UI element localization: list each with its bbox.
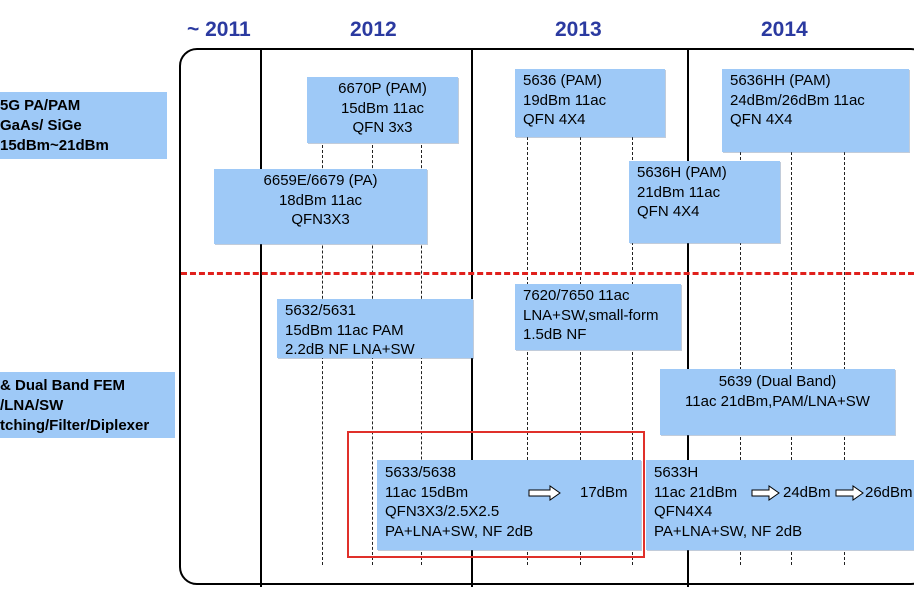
product-line: PA+LNA+SW, NF 2dB [385, 522, 534, 540]
product-box-5636h: 5636H (PAM) 21dBm 11ac QFN 4X4 [629, 161, 780, 243]
product-spec: 26dBm [865, 483, 913, 501]
product-line: 7620/7650 11ac [523, 287, 630, 304]
year-divider-2012 [260, 49, 262, 587]
product-spec: 17dBm [580, 483, 628, 501]
product-line: QFN3X3/2.5X2.5 [385, 503, 500, 520]
product-box-7620: 7620/7650 11ac LNA+SW,small-form 1.5dB N… [515, 284, 681, 350]
upgrade-arrow-icon [751, 484, 780, 501]
product-box-5632: 5632/5631 15dBm 11ac PAM 2.2dB NF LNA+SW [277, 299, 473, 358]
product-line: 15dBm 11ac PAM [285, 321, 404, 339]
product-spec: 11ac 21dBm [654, 483, 738, 501]
product-line: 6670P (PAM) [338, 80, 427, 97]
product-spec: 24dBm [783, 483, 831, 501]
guide-line [740, 152, 741, 565]
category-label-pa: 5G PA/PAM GaAs/ SiGe 15dBm~21dBm [0, 92, 167, 159]
product-line: QFN4X4 [654, 503, 713, 520]
product-line: 1.5dB NF [523, 326, 587, 343]
timeline-frame [179, 48, 914, 585]
product-line: 15dBm 11ac [340, 99, 425, 117]
guide-line [527, 137, 528, 565]
product-line: 11ac 21dBm,PAM/LNA+SW [685, 392, 870, 410]
category-label-line: GaAs/ SiGe [0, 117, 82, 134]
product-line: QFN 4X4 [637, 203, 700, 220]
guide-line [580, 137, 581, 565]
product-line: 5636H (PAM) [637, 164, 727, 181]
product-line: 5636HH (PAM) [730, 72, 831, 89]
upgrade-arrow-icon [835, 484, 864, 501]
product-line: 19dBm 11ac [523, 91, 607, 109]
product-box-5636hh: 5636HH (PAM) 24dBm/26dBm 11ac QFN 4X4 [722, 69, 909, 152]
product-line: PA+LNA+SW, NF 2dB [654, 522, 803, 540]
upgrade-arrow-icon [528, 484, 561, 501]
guide-line [844, 152, 845, 565]
product-line: 5639 (Dual Band) [718, 373, 837, 390]
year-label-2012: 2012 [350, 18, 397, 41]
category-divider [181, 272, 914, 275]
product-line: 24dBm/26dBm 11ac [730, 91, 865, 109]
year-label-2013: 2013 [555, 18, 602, 41]
product-line: 5633/5638 [385, 464, 456, 481]
category-label-line: & Dual Band FEM [0, 377, 126, 394]
category-label-line: tching/Filter/Diplexer [0, 417, 150, 434]
guide-line [632, 137, 633, 565]
product-line: 18dBm 11ac [278, 191, 363, 209]
product-spec: 11ac 15dBm [385, 483, 469, 501]
product-box-6670p: 6670P (PAM) 15dBm 11ac QFN 3x3 [307, 77, 458, 143]
highlight-box [347, 431, 645, 558]
product-box-5639: 5639 (Dual Band) 11ac 21dBm,PAM/LNA+SW [660, 369, 895, 435]
product-line: LNA+SW,small-form [523, 306, 659, 324]
product-line: 5632/5631 [285, 302, 356, 319]
product-box-5633: 5633/5638 11ac 15dBm 17dBm QFN3X3/2.5X2.… [377, 460, 641, 550]
category-label-line: 5G PA/PAM [0, 97, 81, 114]
year-label-2011: ~ 2011 [187, 18, 251, 41]
category-label-line: 15dBm~21dBm [0, 137, 109, 154]
product-line: 5636 (PAM) [523, 72, 602, 89]
year-label-2014: 2014 [761, 18, 808, 41]
product-line-upgrade: 11ac 15dBm 17dBm [385, 483, 633, 503]
year-divider-2014 [687, 49, 689, 587]
category-label-fem: & Dual Band FEM /LNA/SW tching/Filter/Di… [0, 372, 175, 438]
product-line: QFN 4X4 [730, 111, 793, 128]
product-line: QFN 3x3 [352, 119, 413, 136]
product-line: 2.2dB NF LNA+SW [285, 341, 415, 358]
product-line-upgrade: 11ac 21dBm 24dBm 26dBm [654, 483, 913, 503]
product-line: QFN3X3 [291, 211, 350, 228]
product-box-5636: 5636 (PAM) 19dBm 11ac QFN 4X4 [515, 69, 665, 137]
product-box-6659e: 6659E/6679 (PA) 18dBm 11ac QFN3X3 [214, 169, 427, 244]
category-label-line: /LNA/SW [0, 397, 64, 414]
guide-line [791, 152, 792, 565]
product-box-5633h: 5633H 11ac 21dBm 24dBm 26dBm QFN4X4 PA+L… [646, 460, 914, 550]
product-line: QFN 4X4 [523, 111, 586, 128]
product-line: 6659E/6679 (PA) [263, 172, 378, 189]
product-line: 21dBm 11ac [637, 183, 721, 201]
product-line: 5633H [654, 464, 699, 481]
